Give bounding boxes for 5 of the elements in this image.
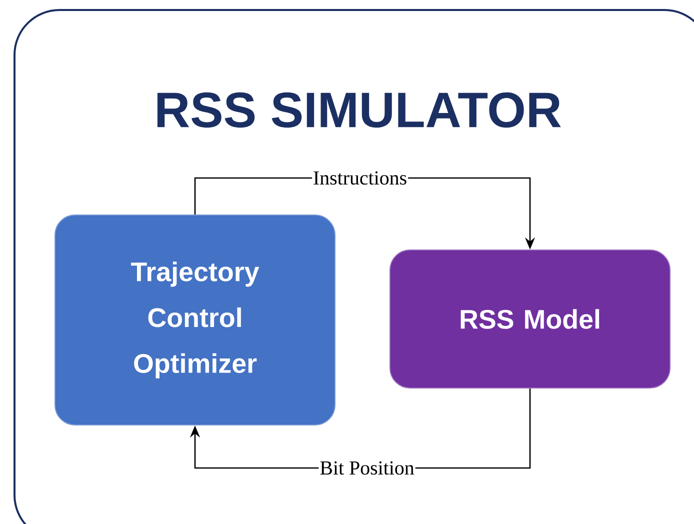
- process-box: Trajectory Control Optimizer: [54, 214, 336, 426]
- process-box: RSS Model: [390, 250, 670, 388]
- edge-label: Instructions: [312, 170, 408, 186]
- edge-label: Bit Position: [318, 460, 416, 476]
- title: RSS SIMULATOR: [157, 92, 561, 128]
